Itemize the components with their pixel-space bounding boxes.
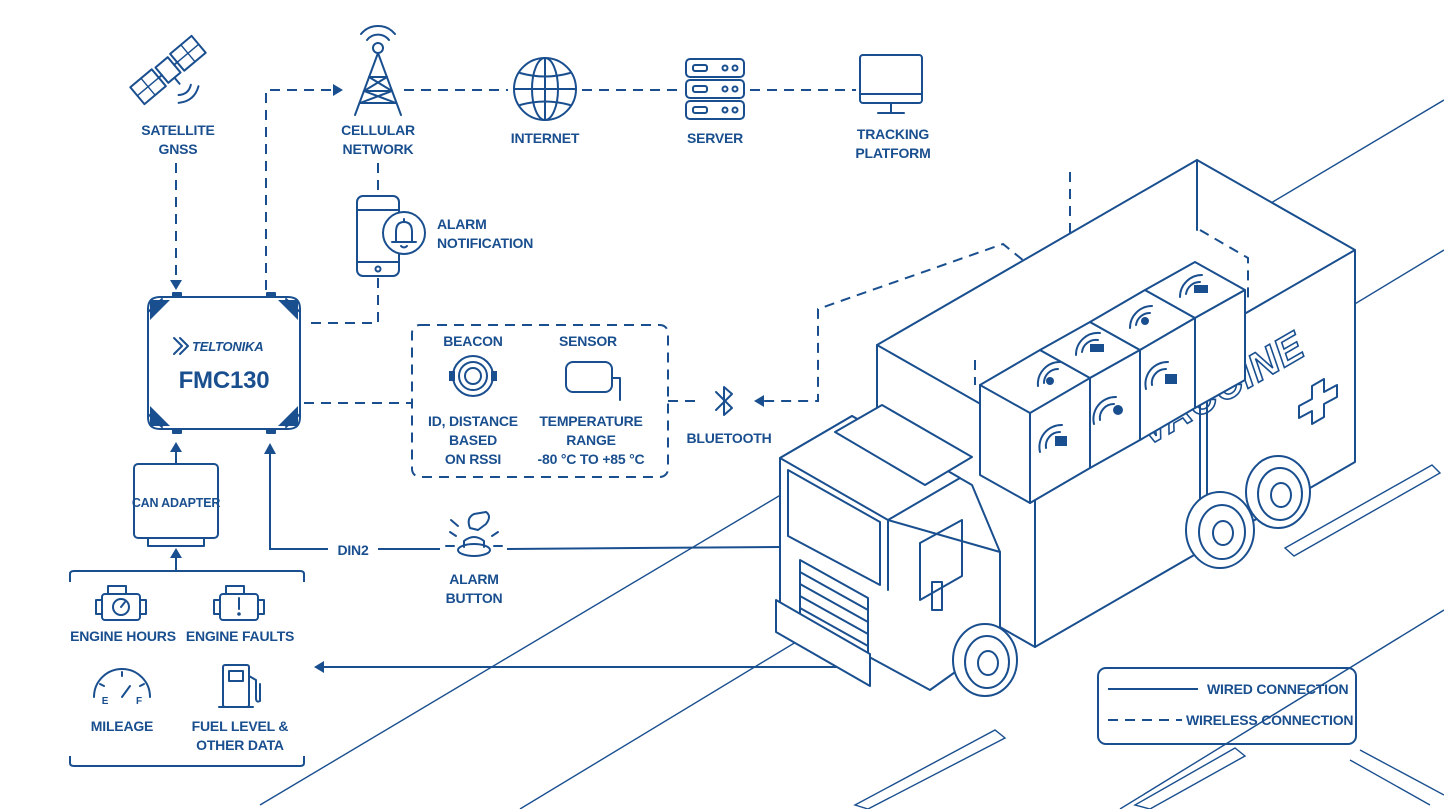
tracking-label-line2: PLATFORM — [855, 145, 930, 161]
fuel-label-line2: OTHER DATA — [196, 737, 284, 753]
server-icon — [685, 58, 745, 120]
engine-icon — [95, 585, 147, 621]
cargo-containers — [979, 261, 1246, 504]
sensor-desc-line1: TEMPERATURE — [539, 413, 642, 429]
cellular-label-line1: CELLULAR — [341, 122, 415, 138]
truck-wheels — [952, 455, 1311, 697]
can-adapter-box — [133, 463, 219, 547]
globe-icon — [513, 57, 577, 121]
gauge-e-label: E — [102, 696, 109, 707]
cellular-label-line2: NETWORK — [343, 141, 414, 157]
monitor-icon — [859, 54, 923, 114]
sensor-desc-line3: -80 °C TO +85 °C — [538, 451, 645, 467]
satellite-icon — [129, 34, 207, 106]
tracking-label-line1: TRACKING — [857, 126, 930, 142]
mileage-label: MILEAGE — [91, 718, 153, 734]
beacon-desc-line1: ID, DISTANCE — [428, 413, 518, 429]
beacon-title: BEACON — [443, 333, 503, 349]
engine-faults-label: ENGINE FAULTS — [186, 628, 294, 644]
truck-illustration: VACCINE — [775, 159, 1356, 697]
sensor-desc-line2: RANGE — [566, 432, 616, 448]
server-label: SERVER — [687, 130, 743, 146]
gauge-icon: E F — [93, 668, 151, 707]
legend: WIRED CONNECTION WIRELESS CONNECTION — [1097, 667, 1357, 745]
alarm-button-line1: ALARM — [449, 571, 499, 587]
legend-wired-label: WIRED CONNECTION — [1207, 681, 1349, 697]
bluetooth-label: BLUETOOTH — [686, 430, 771, 446]
gauge-f-label: F — [136, 696, 142, 707]
beacon-icon — [449, 355, 497, 397]
bluetooth-icon — [715, 386, 733, 416]
sensor-icon — [565, 361, 621, 401]
medical-cross-icon — [1298, 378, 1338, 425]
fuel-pump-icon — [218, 664, 261, 708]
engine-hours-label: ENGINE HOURS — [70, 628, 176, 644]
device-model: FMC130 — [179, 367, 270, 394]
legend-wireless-label: WIRELESS CONNECTION — [1186, 712, 1353, 728]
beacon-desc-line3: ON RSSI — [445, 451, 501, 467]
satellite-label-line1: SATELLITE — [141, 122, 214, 138]
din2-label: DIN2 — [337, 542, 369, 558]
cell-tower-icon — [354, 24, 402, 116]
beacon-desc-line2: BASED — [449, 432, 497, 448]
sensor-title: SENSOR — [559, 333, 617, 349]
alarm-notification-line1: ALARM — [437, 216, 487, 232]
satellite-label-line2: GNSS — [159, 141, 198, 157]
teltonika-logo-icon — [173, 337, 189, 355]
fmc130-device — [147, 292, 301, 434]
vehicle-data-box-bottom — [69, 756, 305, 767]
engine-fault-icon — [213, 585, 265, 621]
phone-bell-icon — [356, 195, 426, 277]
alarm-notification-line2: NOTIFICATION — [437, 235, 533, 251]
device-brand: TELTONIKA — [192, 339, 263, 354]
bluetooth-devices-box — [411, 324, 669, 478]
internet-label: INTERNET — [511, 130, 580, 146]
can-adapter-label: CAN ADAPTER — [132, 496, 220, 510]
alarm-button-icon — [445, 511, 503, 557]
connections — [170, 84, 1071, 673]
fuel-label-line1: FUEL LEVEL & — [192, 718, 289, 734]
alarm-button-line2: BUTTON — [446, 590, 503, 606]
legend-box — [1097, 667, 1357, 745]
vehicle-data-box-top — [69, 570, 305, 582]
